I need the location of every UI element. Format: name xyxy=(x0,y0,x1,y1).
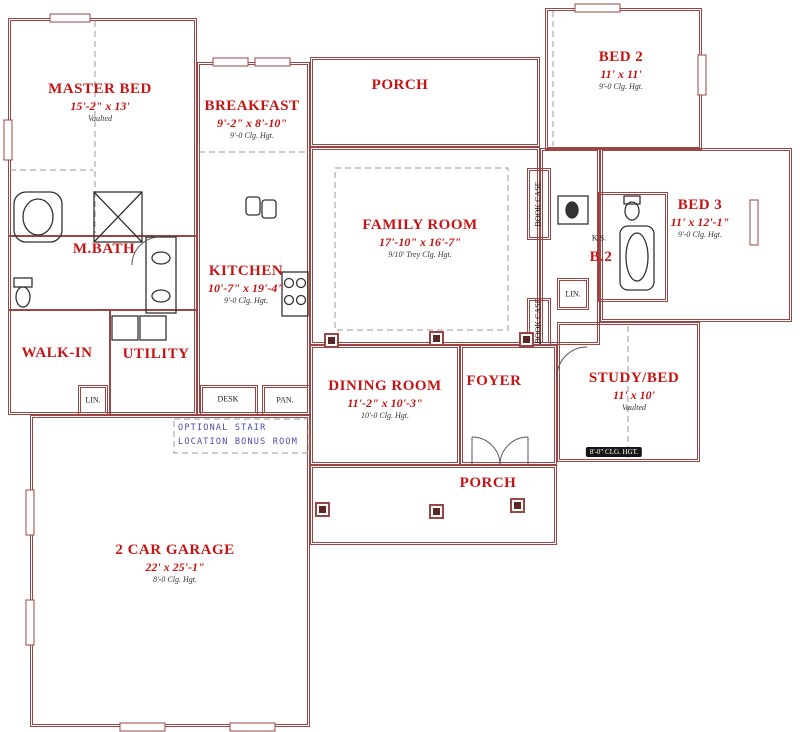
room-note: 9/10' Trey Clg. Hgt. xyxy=(388,249,452,259)
optional-stair-note: OPTIONAL STAIR LOCATION BONUS ROOM xyxy=(178,421,298,450)
room-label-garage: 2 CAR GARAGE 22' x 25'-1" 8'-0 Clg. Hgt. xyxy=(115,541,234,585)
optional-stair-line2: LOCATION BONUS ROOM xyxy=(178,437,299,448)
room-label-dining: DINING ROOM 11'-2" x 10'-3" 10'-0 Clg. H… xyxy=(328,377,441,421)
wall-pantry xyxy=(262,385,310,415)
room-label-study: STUDY/BED 11' x 10' Vaulted xyxy=(589,369,679,413)
wall-bed3 xyxy=(600,148,792,322)
room-name: FOYER xyxy=(466,373,522,389)
closet-label-lin1: LIN. xyxy=(85,395,101,405)
room-name: BED 2 xyxy=(598,49,644,65)
pantry-label: PAN. xyxy=(276,395,294,405)
room-note: 10'-0 Clg. Hgt. xyxy=(361,410,409,420)
room-label-porch-bottom: PORCH xyxy=(460,474,517,493)
room-note: 9'-0 Clg. Hgt. xyxy=(230,130,274,140)
room-note: 9'-0 Clg. Hgt. xyxy=(678,229,722,239)
room-name: FAMILY ROOM xyxy=(362,217,478,233)
room-name: 2 CAR GARAGE xyxy=(115,542,235,558)
room-name: UTILITY xyxy=(122,346,190,362)
desk-label: DESK xyxy=(217,394,239,404)
wall-desk-nook xyxy=(200,385,258,415)
wall-study xyxy=(557,322,700,462)
room-dims: 11' x 12'-1" xyxy=(670,214,730,229)
wall-lin-closet xyxy=(78,385,108,415)
room-label-utility: UTILITY xyxy=(123,345,190,364)
room-name: BREAKFAST xyxy=(204,98,300,114)
room-label-b2: B.2 xyxy=(590,248,613,267)
ceiling-height-band: 8'-0" CLG. HGT. xyxy=(585,447,643,457)
partition-master-mbath xyxy=(8,235,197,237)
room-label-walkin: WALK-IN xyxy=(21,344,92,363)
bookcase-label-top: BOOK CASE xyxy=(533,181,543,227)
room-note: 9'-0 Clg. Hgt. xyxy=(599,81,643,91)
room-name: PORCH xyxy=(459,475,517,491)
room-label-kitchen: KITCHEN 10'-7" x 19'-4" 9'-0 Clg. Hgt. xyxy=(208,262,284,306)
room-name: M.BATH xyxy=(72,241,136,257)
wall-porch-bottom xyxy=(310,465,557,545)
wall-lin2-closet xyxy=(557,278,589,310)
knee-space-label: K.S. xyxy=(591,233,607,243)
wall-foyer xyxy=(460,345,557,465)
room-name: STUDY/BED xyxy=(588,370,680,386)
wall-bookcase-bottom xyxy=(527,298,551,345)
room-name: KITCHEN xyxy=(208,263,284,279)
room-name: MASTER BED xyxy=(48,81,152,97)
room-dims: 11' x 10' xyxy=(612,387,656,402)
room-dims: 11' x 11' xyxy=(600,66,642,81)
room-note: Vaulted xyxy=(621,402,646,412)
room-label-foyer: FOYER xyxy=(467,372,522,391)
room-label-breakfast: BREAKFAST 9'-2" x 8'-10" 9'-0 Clg. Hgt. xyxy=(204,97,299,141)
room-name: DINING ROOM xyxy=(328,378,442,394)
room-label-bed3: BED 3 11' x 12'-1" 9'-0 Clg. Hgt. xyxy=(671,196,730,240)
room-dims: 22' x 25'-1" xyxy=(145,559,205,574)
room-name: BED 3 xyxy=(677,197,723,213)
room-label-bed2: BED 2 11' x 11' 9'-0 Clg. Hgt. xyxy=(599,48,644,92)
partition-walkin-utility xyxy=(109,310,111,415)
optional-stair-line1: OPTIONAL STAIR xyxy=(178,423,267,433)
room-name: WALK-IN xyxy=(21,345,93,361)
wall-porch-top xyxy=(310,57,540,147)
wall-garage xyxy=(30,415,310,727)
bookcase-label-bottom: BOOK CASE xyxy=(533,298,543,344)
room-label-mbath: M.BATH xyxy=(73,240,135,259)
room-dims: 17'-10" x 16'-7" xyxy=(379,234,461,249)
room-name: B.2 xyxy=(589,249,613,265)
room-dims: 15'-2" x 13' xyxy=(70,98,130,113)
wall-dining-room xyxy=(310,345,460,465)
wall-bookcase-top xyxy=(527,168,551,240)
closet-label-lin2: LIN. xyxy=(565,289,581,299)
room-note: 9'-0 Clg. Hgt. xyxy=(224,295,268,305)
room-dims: 9'-2" x 8'-10" xyxy=(217,115,287,130)
room-note: 8'-0 Clg. Hgt. xyxy=(153,574,197,584)
wall-family-room xyxy=(310,147,540,345)
room-note: Vaulted xyxy=(88,113,112,123)
room-dims: 11'-2" x 10'-3" xyxy=(347,395,423,410)
partition-mbath-walkin xyxy=(8,309,197,311)
room-label-family-room: FAMILY ROOM 17'-10" x 16'-7" 9/10' Trey … xyxy=(362,216,477,260)
room-label-porch-top: PORCH xyxy=(372,76,429,95)
room-name: PORCH xyxy=(371,77,429,93)
room-dims: 10'-7" x 19'-4" xyxy=(208,280,284,295)
room-label-master-bed: MASTER BED 15'-2" x 13' Vaulted xyxy=(48,80,152,124)
wall-b2-bath xyxy=(598,192,668,302)
